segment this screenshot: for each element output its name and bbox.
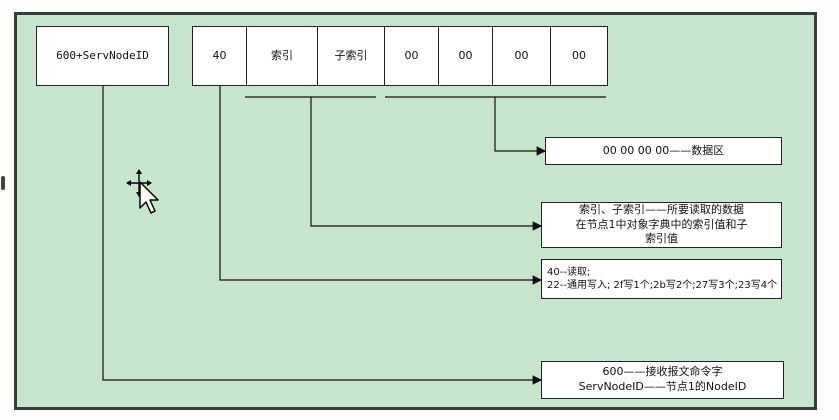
cob-id-cell: 600+ServNodeID <box>36 26 169 86</box>
command-cell: 40 <box>192 26 247 86</box>
move-cursor-icon <box>126 169 152 197</box>
command-note-line: 40--读取; <box>547 266 591 278</box>
data-cell: 00 <box>492 26 551 86</box>
window-edge-marker <box>1 176 5 190</box>
index-cell: 索引 <box>246 26 318 86</box>
cob-id-connector <box>102 86 543 385</box>
data-cell: 00 <box>384 26 439 86</box>
arrow-pointer-icon <box>139 181 159 214</box>
command-connector <box>219 86 543 285</box>
index-note-line: 索引值 <box>645 232 678 246</box>
index-note: 索引、子索引——所要读取的数据 在节点1中对象字典中的索引值和子 索引值 <box>541 202 782 248</box>
subindex-cell: 子索引 <box>317 26 385 86</box>
index-note-line: 索引、子索引——所要读取的数据 <box>579 202 744 216</box>
cob-id-note: 600——接收报文命令字 ServNodeID——节点1的NodeID <box>541 361 784 399</box>
data-connector <box>494 97 547 156</box>
cursor-overlay <box>126 169 159 214</box>
data-area-note: 00 00 00 00——数据区 <box>545 137 782 165</box>
data-cell: 00 <box>438 26 493 86</box>
command-note-line: 22--通用写入; 2f写1个;2b写2个;27写3个;23写4个 <box>547 280 778 291</box>
index-connector <box>310 97 543 231</box>
cob-id-note-line: ServNodeID——节点1的NodeID <box>578 380 747 393</box>
cob-id-note-line: 600——接收报文命令字 <box>602 365 723 379</box>
command-note: 40--读取; 22--通用写入; 2f写1个;2b写2个;27写3个;23写4… <box>541 259 782 299</box>
data-area-text: 00 00 00 00——数据区 <box>602 143 725 157</box>
data-cell: 00 <box>550 26 608 86</box>
index-note-line: 在节点1中对象字典中的索引值和子 <box>575 217 748 231</box>
